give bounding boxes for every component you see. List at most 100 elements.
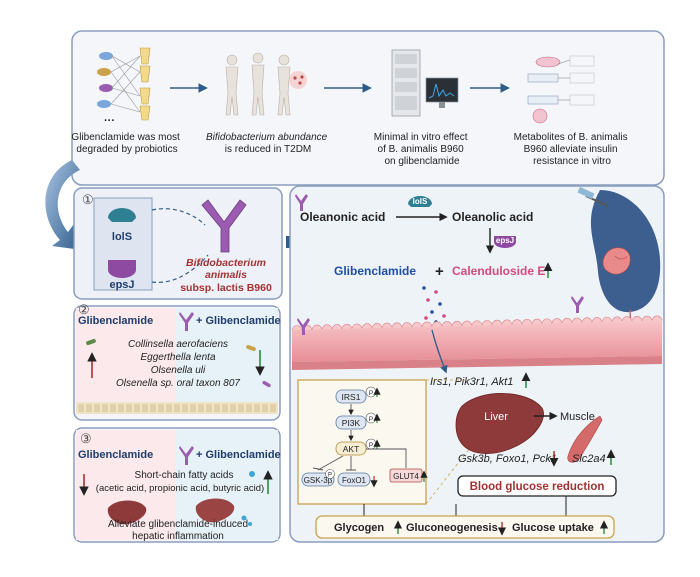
villus: [461, 320, 473, 326]
scfa-line2: (acetic acid, propionic acid, butyric ac…: [96, 483, 264, 494]
villus: [481, 320, 493, 325]
foxo1-label: FoxO1: [342, 476, 367, 485]
glucose-reduction-box: [457, 475, 617, 497]
genes-irs-label: Irs1, Pik3r1, Akt1: [430, 376, 513, 388]
muscle-icon: [567, 415, 603, 463]
villus: [501, 319, 513, 325]
species-name-line2: animalis: [205, 269, 247, 281]
bacteria-cluster-icon: [289, 71, 307, 89]
human-figures-icon: [225, 52, 291, 116]
gut-cell: [230, 404, 236, 412]
gene-lols-label: lolS: [112, 231, 132, 243]
akt-node: [335, 441, 367, 456]
gut-cell: [262, 404, 268, 412]
panel-2-badge: ②: [78, 302, 90, 317]
villus: [381, 322, 393, 328]
metabolite-dot: [426, 298, 430, 302]
metabolite-dot: [424, 316, 428, 320]
glut4-label: GLUT4: [393, 472, 419, 481]
lols-enzyme-label: lolS: [413, 197, 428, 206]
scfa-dot-icon: [241, 515, 247, 521]
foxo1-node: [337, 472, 371, 487]
villus: [511, 319, 523, 325]
villus: [611, 316, 623, 322]
muscle-label: Muscle: [560, 411, 595, 423]
outcomes-bar: [315, 515, 615, 539]
scfa-line1: Short-chain fatty acids: [135, 470, 234, 481]
metabolite-dot: [438, 302, 442, 306]
panel-3-right-label: + Glibenclamide: [196, 449, 281, 461]
panel-2-bifido-icon: [179, 312, 194, 331]
gut-cell: [118, 404, 124, 412]
taxon-2: Eggerthella lenta: [140, 352, 215, 363]
akt-label: AKT: [343, 444, 360, 454]
curved-flow-arrow: [45, 160, 82, 250]
villus: [591, 317, 603, 323]
phospho-label: P: [369, 416, 373, 423]
gut-cell: [166, 404, 172, 412]
villus: [311, 324, 323, 330]
lols-enzyme-icon: [108, 208, 136, 222]
pi3k-node: [335, 415, 367, 430]
villus: [391, 322, 403, 328]
taxon-4: Olsenella sp. oral taxon 807: [116, 378, 240, 389]
scfa-dot-icon: [248, 522, 252, 526]
scfa-dot-icon: [249, 471, 255, 477]
panel-2-right-label: + Glibenclamide: [196, 315, 281, 327]
step1-caption: Glibenclamide was most degraded by probi…: [71, 132, 182, 155]
villus: [491, 319, 503, 325]
step4-caption: Metabolites of B. animalis B960 alleviat…: [514, 132, 631, 167]
villus: [531, 318, 543, 324]
absorption-arrow: [431, 329, 448, 374]
zoom-lines: [425, 379, 471, 505]
phospho-icon: [325, 469, 335, 479]
gut-cell: [134, 404, 140, 412]
genes-slc2a4-label: Slc2a4: [572, 453, 606, 465]
gut-cell: [238, 404, 244, 412]
villus: [371, 323, 383, 328]
gut-cell: [206, 404, 212, 412]
liver-label: Liver: [484, 411, 508, 423]
liver-icon: [455, 393, 544, 454]
gut-cell: [94, 404, 100, 412]
gut-cell: [150, 404, 156, 412]
panel-2-right-bg: [176, 308, 278, 404]
pathway-branches: [317, 448, 407, 471]
metabolite-dot: [434, 290, 438, 294]
panel-2-left-label: Glibenclamide: [78, 315, 153, 327]
dashed-link-top: [151, 208, 206, 226]
bifido-small-icon: [571, 296, 584, 313]
villus: [581, 317, 593, 323]
epsj-enzyme-icon: [494, 236, 516, 248]
villus: [521, 318, 533, 324]
gut-cell: [246, 404, 252, 412]
villus: [471, 320, 483, 326]
villus: [631, 316, 643, 321]
gut-cell: [270, 404, 276, 412]
villus: [291, 325, 303, 331]
bacterium-icon: [246, 344, 256, 352]
taxon-1: Collinsella aerofaciens: [128, 339, 228, 350]
panel-3-bifido-icon: [179, 446, 194, 465]
phospho-label: P: [369, 390, 373, 397]
gut-cell: [126, 404, 132, 412]
villus: [321, 324, 333, 330]
villus: [421, 321, 433, 327]
step3-caption: Minimal in vitro effect of B. animalis B…: [374, 132, 471, 167]
outcome-connectors: [363, 496, 567, 516]
genes-gsk3b-label: Gsk3b, Foxo1, Pck1: [458, 453, 557, 465]
villus: [341, 323, 353, 329]
gut-cell: [142, 404, 148, 412]
phospho-label: P: [328, 473, 332, 479]
gut-cell: [182, 404, 188, 412]
villus: [601, 316, 613, 322]
gsk3b-label: GSK-3β: [304, 476, 333, 485]
bifido-small-icon: [295, 194, 308, 211]
glucose-uptake-label: Glucose uptake: [512, 522, 594, 534]
villus: [621, 316, 633, 322]
epsj-enzyme-icon: [108, 260, 136, 278]
gut-cell: [102, 404, 108, 412]
outcome-line2: hepatic inflammation: [132, 531, 224, 542]
villus: [411, 321, 423, 327]
